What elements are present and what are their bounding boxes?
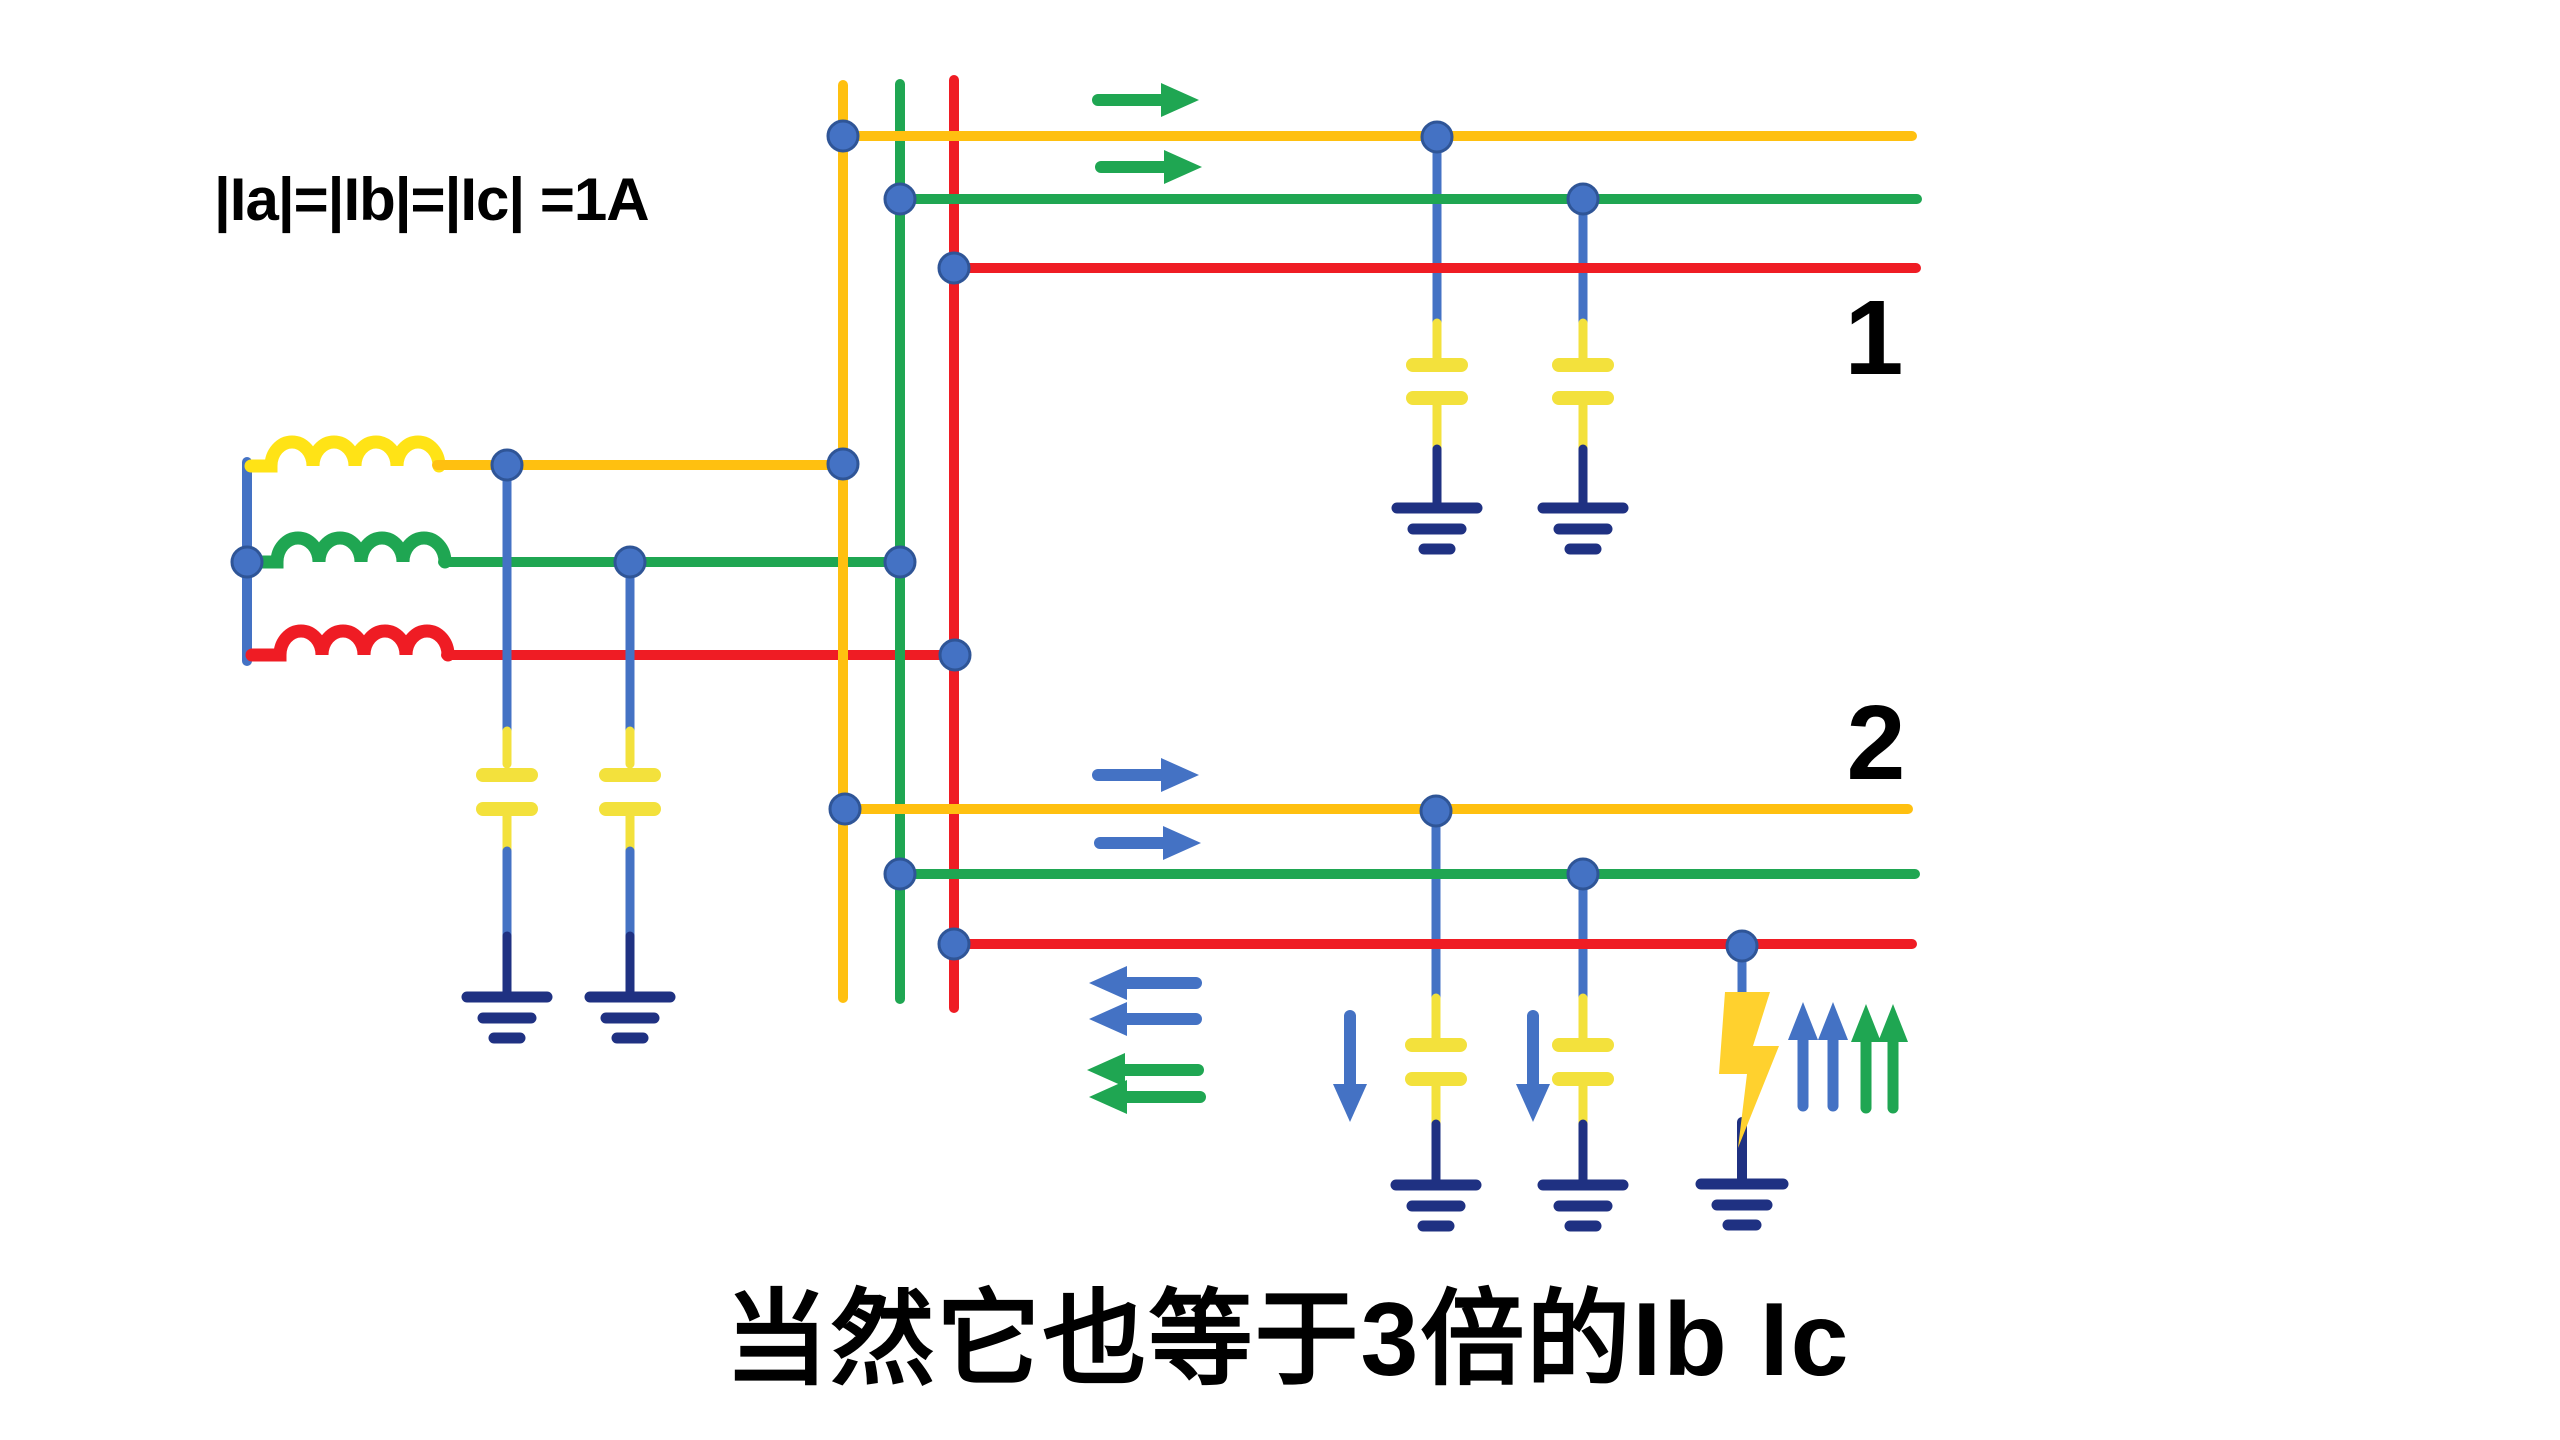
junction-dot	[937, 927, 971, 961]
feeder1-current-arrow-b	[1095, 150, 1202, 184]
ground-symbol	[1391, 502, 1483, 555]
arrow-head	[1164, 150, 1202, 184]
capacitor-plate	[599, 768, 661, 782]
capacitor-plate	[1405, 1038, 1467, 1052]
lightning-bolt-fault-icon	[1719, 992, 1779, 1148]
feeder1-capacitor-phase-b	[1537, 196, 1629, 555]
source-capacitor-phase-a	[461, 460, 553, 1044]
arrow-head	[1333, 1084, 1367, 1122]
fault-current-up-arrow-green-1	[1851, 1004, 1881, 1114]
feeder2-return-arrow-green-2	[1089, 1080, 1206, 1114]
junction-dot	[1420, 120, 1454, 154]
ground-symbol	[1695, 1178, 1789, 1231]
junction-dot	[883, 545, 917, 579]
capacitor-plate	[1406, 391, 1468, 405]
junction-dot	[883, 182, 917, 216]
capacitor-plate	[1552, 358, 1614, 372]
capacitor-plate	[1406, 358, 1468, 372]
feeder2-lines	[838, 804, 1920, 949]
arrow-head	[1818, 1002, 1848, 1040]
arrow-head	[1087, 1053, 1125, 1087]
arrow-head	[1089, 966, 1127, 1000]
arrow-head	[1161, 83, 1199, 117]
capacitor-plate	[1552, 391, 1614, 405]
station-buses	[838, 75, 959, 1013]
capacitor-plate	[476, 802, 538, 816]
ground-fault-branch	[1695, 943, 1789, 1231]
capacitor-current-down-arrow-1	[1333, 1010, 1367, 1122]
feeder1-lines	[838, 131, 1922, 273]
feeder2-return-arrow-blue-2	[1089, 1002, 1202, 1036]
capacitor-current-down-arrow-2	[1516, 1010, 1550, 1122]
feeder2-return-arrow-green-1	[1087, 1053, 1204, 1087]
feeder2-capacitor-phase-b	[1537, 869, 1629, 1232]
feeder2-number-label: 2	[1846, 684, 1906, 802]
feeder2-current-arrow-b	[1094, 826, 1201, 860]
junction-dot	[490, 448, 524, 482]
junction-dots	[230, 119, 1759, 963]
junction-dot	[1566, 182, 1600, 216]
current-equation-label: |Ia|=|Ib|=|Ic| =1A	[214, 166, 650, 233]
phase-b-inductor-coil	[242, 531, 452, 569]
junction-dot	[1566, 857, 1600, 891]
feeder2-return-arrow-blue-1	[1089, 966, 1202, 1000]
arrow-head	[1089, 1080, 1127, 1114]
capacitor-plate	[599, 802, 661, 816]
junction-dot	[826, 447, 860, 481]
junction-dot	[938, 638, 972, 672]
arrow-head	[1161, 758, 1199, 792]
fault-current-up-arrow-blue-1	[1788, 1002, 1818, 1112]
arrow-head	[1851, 1004, 1881, 1042]
capacitor-plate	[1405, 1072, 1467, 1086]
junction-dot	[1725, 929, 1759, 963]
junction-dot	[883, 857, 917, 891]
phase-c-inductor-coil	[245, 624, 455, 662]
arrow-head	[1163, 826, 1201, 860]
arrow-head	[1788, 1002, 1818, 1040]
ground-symbol	[584, 991, 676, 1044]
junction-dot	[937, 251, 971, 285]
junction-dot	[828, 792, 862, 826]
source-capacitor-phase-b	[584, 557, 676, 1044]
feeder2-current-arrow-a	[1092, 758, 1199, 792]
ground-symbol	[1537, 502, 1629, 555]
fault-current-up-arrow-green-2	[1878, 1004, 1908, 1114]
junction-dot	[230, 545, 264, 579]
feeder2-capacitor-phase-a	[1390, 806, 1482, 1232]
feeder1-number-label: 1	[1844, 279, 1904, 397]
bottom-caption: 当然它也等于3倍的Ib Ic	[724, 1282, 1851, 1398]
feeder1-capacitor-phase-a	[1391, 134, 1483, 555]
feeder1-current-arrow-a	[1092, 83, 1199, 117]
ground-symbol	[461, 991, 553, 1044]
fault-current-up-arrow-blue-2	[1818, 1002, 1848, 1112]
junction-dot	[1419, 794, 1453, 828]
arrow-head	[1516, 1084, 1550, 1122]
junction-dot	[826, 119, 860, 153]
junction-dot	[613, 545, 647, 579]
capacitor-plate	[1552, 1072, 1614, 1086]
arrow-head	[1089, 1002, 1127, 1036]
ground-symbol	[1537, 1179, 1629, 1232]
arrow-head	[1878, 1004, 1908, 1042]
ground-symbol	[1390, 1179, 1482, 1232]
capacitor-plate	[1552, 1038, 1614, 1052]
phase-a-inductor-coil	[244, 435, 446, 473]
capacitor-plate	[476, 768, 538, 782]
